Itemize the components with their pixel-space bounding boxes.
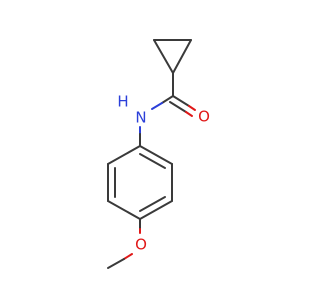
bond-carbonyl-double-1 xyxy=(172,95,190,107)
bond-ring-bottom-right xyxy=(139,200,173,220)
bond-ring-bottom-left xyxy=(107,200,141,220)
molecule-drawing: H N O O xyxy=(107,39,210,269)
bond-ring-top-right xyxy=(139,145,173,165)
bond-ring-top-left xyxy=(107,145,141,165)
ether-oxygen-label: O xyxy=(135,236,147,254)
bond-carbonyl-double-2-red xyxy=(185,111,193,117)
nitrogen-h-label: H xyxy=(117,93,128,111)
bond-carbonyl-double-2 xyxy=(169,101,187,113)
carbonyl-oxygen-label: O xyxy=(198,108,210,126)
nitrogen-label: N xyxy=(135,109,146,127)
bond-ether-methyl-red xyxy=(123,253,133,260)
bond-carbonyl-nitrogen-blue xyxy=(151,102,163,110)
structure-canvas: H N O O xyxy=(107,39,210,269)
bond-ring-inner-bottom xyxy=(139,196,166,212)
bond-cyclopropyl-right xyxy=(172,39,192,74)
bond-ether-methyl xyxy=(107,258,125,269)
bond-carbonyl-nitrogen xyxy=(161,95,174,104)
bond-ring-inner-top xyxy=(139,153,166,169)
bond-cyclopropyl-left xyxy=(153,39,174,74)
bond-carbonyl-double-1-red xyxy=(188,105,196,111)
